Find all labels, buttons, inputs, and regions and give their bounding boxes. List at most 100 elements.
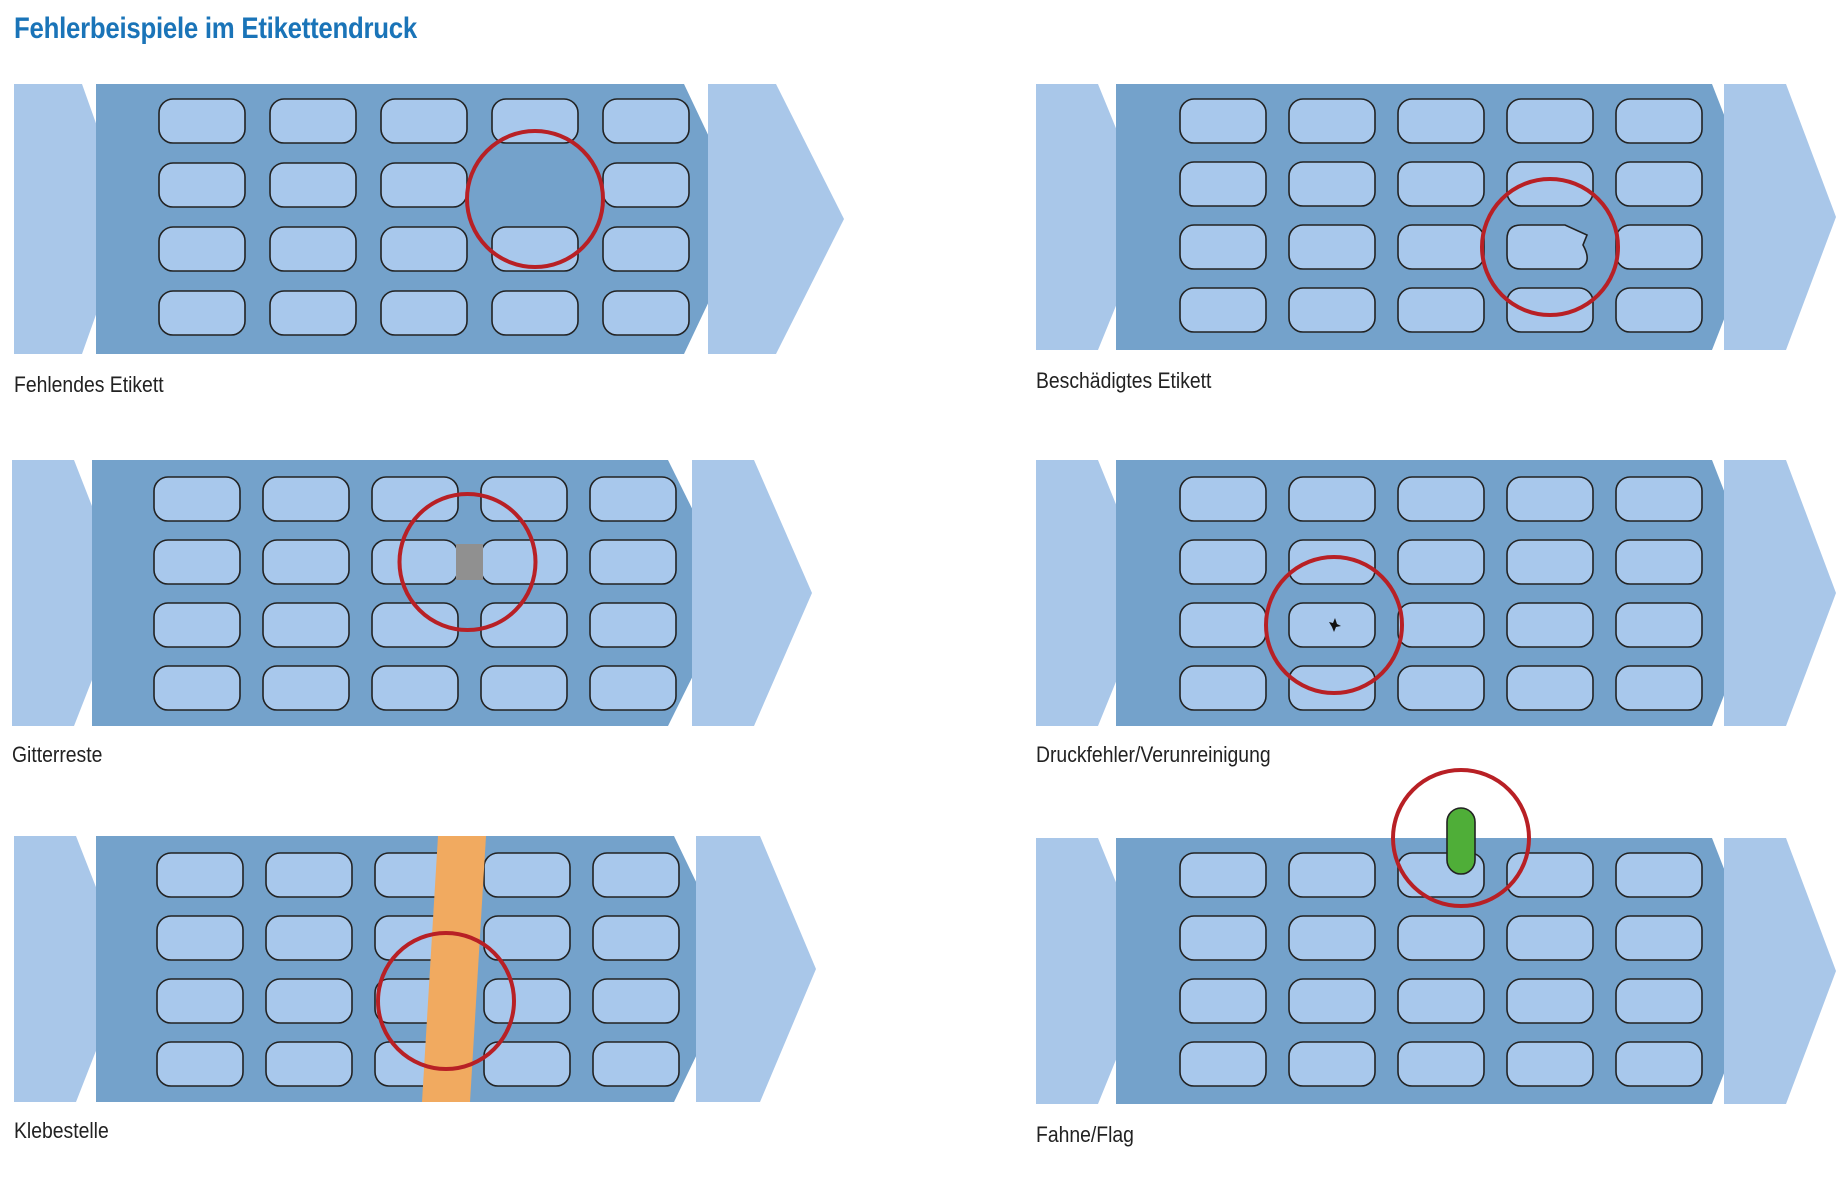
label <box>158 98 246 144</box>
label <box>156 852 244 898</box>
label <box>1615 539 1703 585</box>
label <box>1615 287 1703 333</box>
right-chevron <box>708 84 844 354</box>
label <box>262 602 350 648</box>
defect-marker-ring <box>1264 555 1404 695</box>
label-web-diagram <box>1036 768 1836 1104</box>
matrix-residue <box>456 544 483 580</box>
label <box>262 476 350 522</box>
label <box>371 665 459 711</box>
panel-missing-label: Fehlendes Etikett <box>14 84 854 444</box>
label <box>1615 852 1703 898</box>
label-web-belt <box>1116 838 1764 1104</box>
label-web-belt <box>92 460 734 726</box>
label <box>1397 539 1485 585</box>
label <box>1288 665 1376 711</box>
label <box>491 98 579 144</box>
right-chevron <box>692 460 812 726</box>
label <box>1397 665 1485 711</box>
print-spot <box>1329 618 1341 632</box>
label-web-diagram <box>12 460 812 726</box>
label <box>592 915 680 961</box>
label <box>371 539 459 585</box>
label <box>153 539 241 585</box>
right-chevron <box>1724 460 1836 726</box>
label-web-belt <box>96 836 738 1102</box>
label <box>380 162 468 208</box>
flag-marker <box>1446 807 1476 875</box>
label <box>1288 1041 1376 1087</box>
label <box>592 852 680 898</box>
label <box>156 1041 244 1087</box>
panel-matrix-residue: Gitterreste <box>12 460 852 820</box>
defect-marker-ring <box>1480 177 1620 317</box>
label <box>158 290 246 336</box>
label <box>153 602 241 648</box>
label <box>153 476 241 522</box>
label <box>1179 915 1267 961</box>
panel-caption: Beschädigtes Etikett <box>1036 368 1212 393</box>
label <box>1397 602 1485 648</box>
label <box>1615 161 1703 207</box>
label <box>589 665 677 711</box>
label <box>1615 476 1703 522</box>
label <box>1179 602 1267 648</box>
label <box>1397 287 1485 333</box>
label <box>1506 287 1594 333</box>
label <box>1397 224 1485 270</box>
label-web-diagram <box>14 84 844 354</box>
label <box>1615 665 1703 711</box>
right-chevron <box>696 836 816 1102</box>
label <box>483 915 571 961</box>
label <box>1288 978 1376 1024</box>
label <box>1615 224 1703 270</box>
label <box>380 290 468 336</box>
label-grid <box>1179 98 1703 333</box>
label <box>158 226 246 272</box>
label <box>265 978 353 1024</box>
label <box>262 665 350 711</box>
label <box>1397 915 1485 961</box>
label <box>1506 915 1594 961</box>
label <box>1288 161 1376 207</box>
label <box>480 665 568 711</box>
label <box>491 290 579 336</box>
label <box>1397 161 1485 207</box>
label <box>1288 287 1376 333</box>
label <box>1506 98 1594 144</box>
label <box>1179 852 1267 898</box>
label <box>269 162 357 208</box>
label <box>1397 476 1485 522</box>
label <box>1506 978 1594 1024</box>
label <box>262 539 350 585</box>
label <box>265 915 353 961</box>
defect-marker-ring <box>465 129 605 269</box>
label <box>1179 476 1267 522</box>
panel-flag: Fahne/Flag <box>1036 768 1847 1198</box>
label <box>269 226 357 272</box>
label <box>1506 476 1594 522</box>
label-web-belt <box>1116 84 1764 350</box>
panel-caption: Fehlendes Etikett <box>14 372 164 397</box>
label <box>265 1041 353 1087</box>
label <box>589 476 677 522</box>
panel-caption: Klebestelle <box>14 1118 109 1143</box>
label <box>1397 1041 1485 1087</box>
panel-caption: Gitterreste <box>12 742 103 767</box>
label <box>1288 852 1376 898</box>
label <box>1615 978 1703 1024</box>
right-chevron <box>1724 84 1836 350</box>
label <box>380 98 468 144</box>
label-web-diagram <box>1036 460 1836 726</box>
label-grid <box>158 98 690 336</box>
label <box>265 852 353 898</box>
label <box>1397 98 1485 144</box>
label <box>1179 665 1267 711</box>
label <box>1179 224 1267 270</box>
label-grid <box>1179 852 1703 1087</box>
label <box>483 852 571 898</box>
label-web-belt <box>1116 460 1764 726</box>
label <box>483 1041 571 1087</box>
label <box>1288 476 1376 522</box>
label <box>1179 287 1267 333</box>
